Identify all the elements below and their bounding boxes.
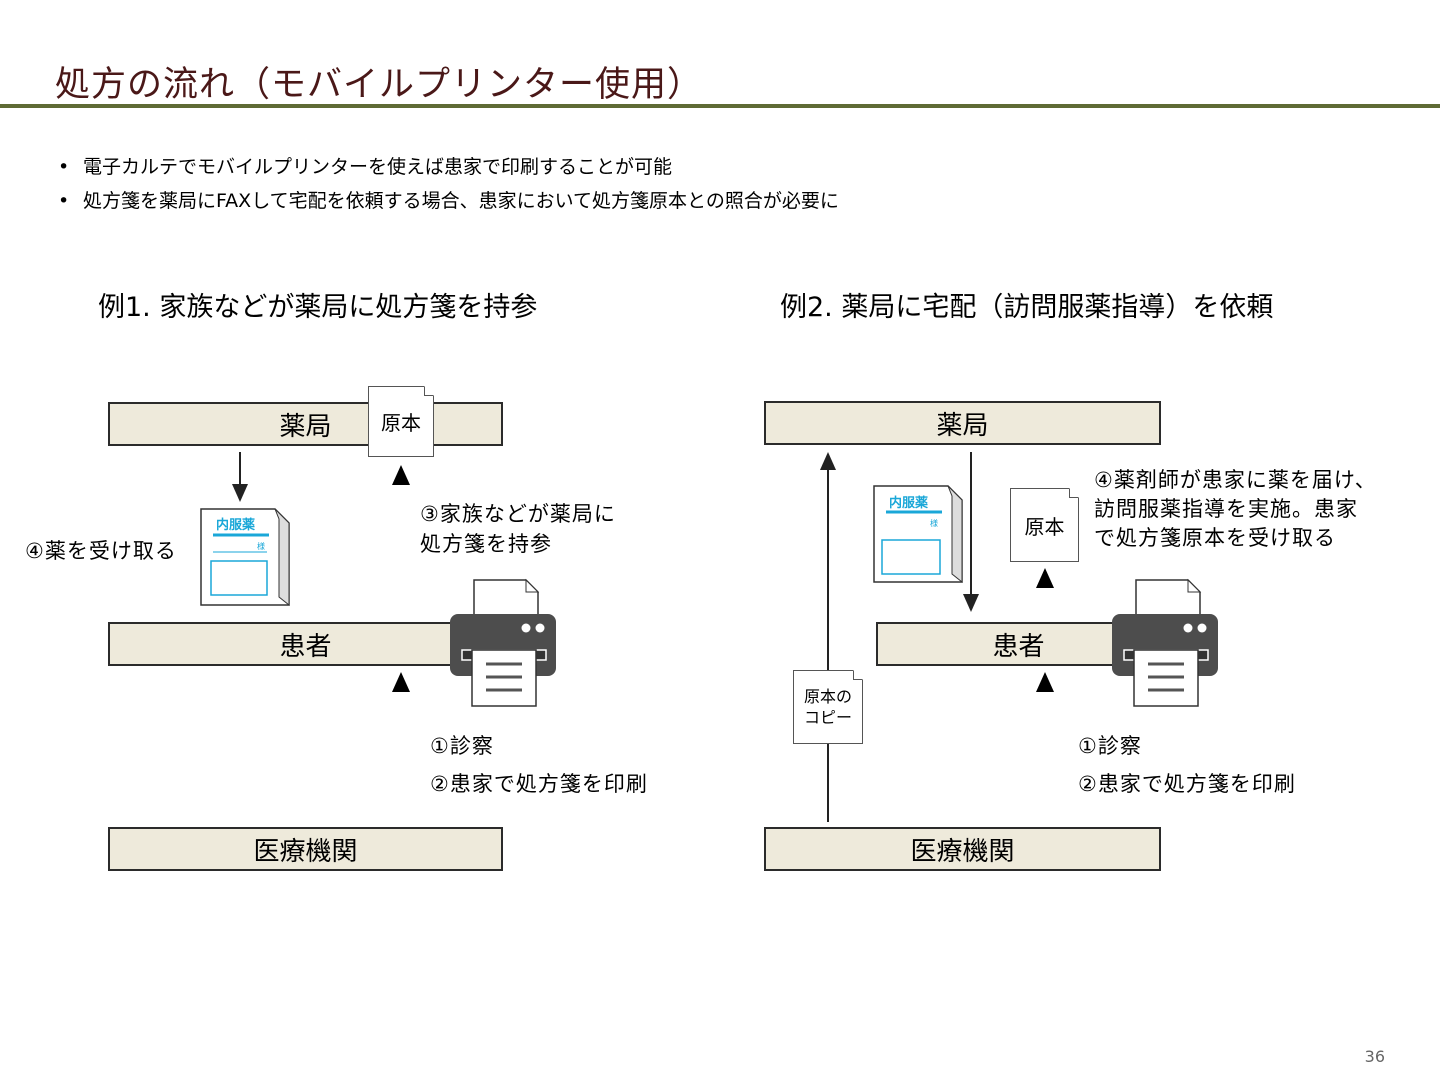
example2-down-arrow-shaft [970, 452, 972, 596]
example1-title: 例1. 家族などが薬局に処方箋を持参 [98, 292, 538, 323]
copy-doc-line: コピー [803, 708, 852, 727]
example1-arrow-down-shaft [239, 452, 241, 488]
example2-step4-label: ④薬剤師が患家に薬を届け、 訪問服薬指導を実施。患家 で処方箋原本を受け取る [1094, 466, 1377, 553]
bag-sama: 様 [257, 542, 265, 551]
step4-line: で処方箋原本を受け取る [1094, 526, 1336, 550]
example1-step3-label: ③家族などが薬局に 処方箋を持参 [420, 499, 616, 559]
example1-pharmacy-bar: 薬局 [108, 402, 503, 446]
patient-label: 患者 [279, 631, 332, 662]
example1-step2-label: ②患家で処方箋を印刷 [430, 772, 648, 796]
step4-line: 訪問服薬指導を実施。患家 [1094, 497, 1358, 521]
medicine-bag-icon [873, 485, 963, 584]
example1-up-triangle-lower [392, 672, 410, 692]
page-number: 36 [1364, 1047, 1385, 1066]
bag-label: 内服薬 [889, 496, 929, 511]
page-title: 処方の流れ（モバイルプリンター使用） [55, 65, 704, 105]
pharmacy-label: 薬局 [279, 411, 332, 442]
example2-title: 例2. 薬局に宅配（訪問服薬指導）を依頼 [780, 292, 1274, 323]
title-rule [0, 104, 1440, 108]
example2-clinic-bar: 医療機関 [764, 827, 1161, 871]
example2-up-triangle-upper [1036, 568, 1054, 588]
step4-line: ④薬剤師が患家に薬を届け、 [1094, 468, 1377, 492]
bag-label: 内服薬 [216, 518, 256, 533]
bullet-item: 電子カルテでモバイルプリンターを使えば患家で印刷することが可能 [58, 150, 839, 184]
example2-pharmacy-bar: 薬局 [764, 401, 1161, 445]
example2-long-arrow-head [820, 452, 836, 470]
example2-step2-label: ②患家で処方箋を印刷 [1078, 772, 1296, 796]
example2-step1-label: ①診察 [1078, 734, 1142, 758]
step3-line: 処方箋を持参 [420, 532, 552, 556]
example1-arrow-down-head [232, 484, 248, 502]
example1-step4-label: ④薬を受け取る [25, 539, 177, 563]
example1-patient-bar: 患者 [108, 622, 503, 666]
bag-sama: 様 [930, 519, 938, 528]
example1-step1-label: ①診察 [430, 734, 494, 758]
original-doc-label: 原本 [1024, 514, 1065, 539]
original-doc-label: 原本 [381, 411, 421, 435]
bullet-item: 処方箋を薬局にFAXして宅配を依頼する場合、患家において処方箋原本との照合が必要… [58, 184, 839, 218]
example2-copy-doc: 原本の コピー [793, 670, 863, 744]
step3-line: ③家族などが薬局に [420, 502, 616, 526]
printer-icon [450, 578, 556, 707]
example2-long-arrow-shaft [827, 468, 829, 822]
printer-icon [1112, 578, 1218, 707]
clinic-label: 医療機関 [253, 836, 358, 867]
example2-up-triangle-lower [1036, 672, 1054, 692]
example1-clinic-bar: 医療機関 [108, 827, 503, 871]
example2-down-arrow-head [963, 594, 979, 612]
example1-original-doc: 原本 [368, 386, 434, 457]
patient-label: 患者 [992, 631, 1045, 662]
clinic-label: 医療機関 [910, 836, 1015, 867]
copy-doc-line: 原本の [803, 687, 852, 706]
pharmacy-label: 薬局 [936, 410, 989, 441]
medicine-bag-icon [200, 508, 290, 607]
example2-original-doc: 原本 [1010, 488, 1079, 562]
bullet-list: 電子カルテでモバイルプリンターを使えば患家で印刷することが可能 処方箋を薬局にF… [58, 150, 839, 218]
example1-up-triangle-upper [392, 465, 410, 485]
